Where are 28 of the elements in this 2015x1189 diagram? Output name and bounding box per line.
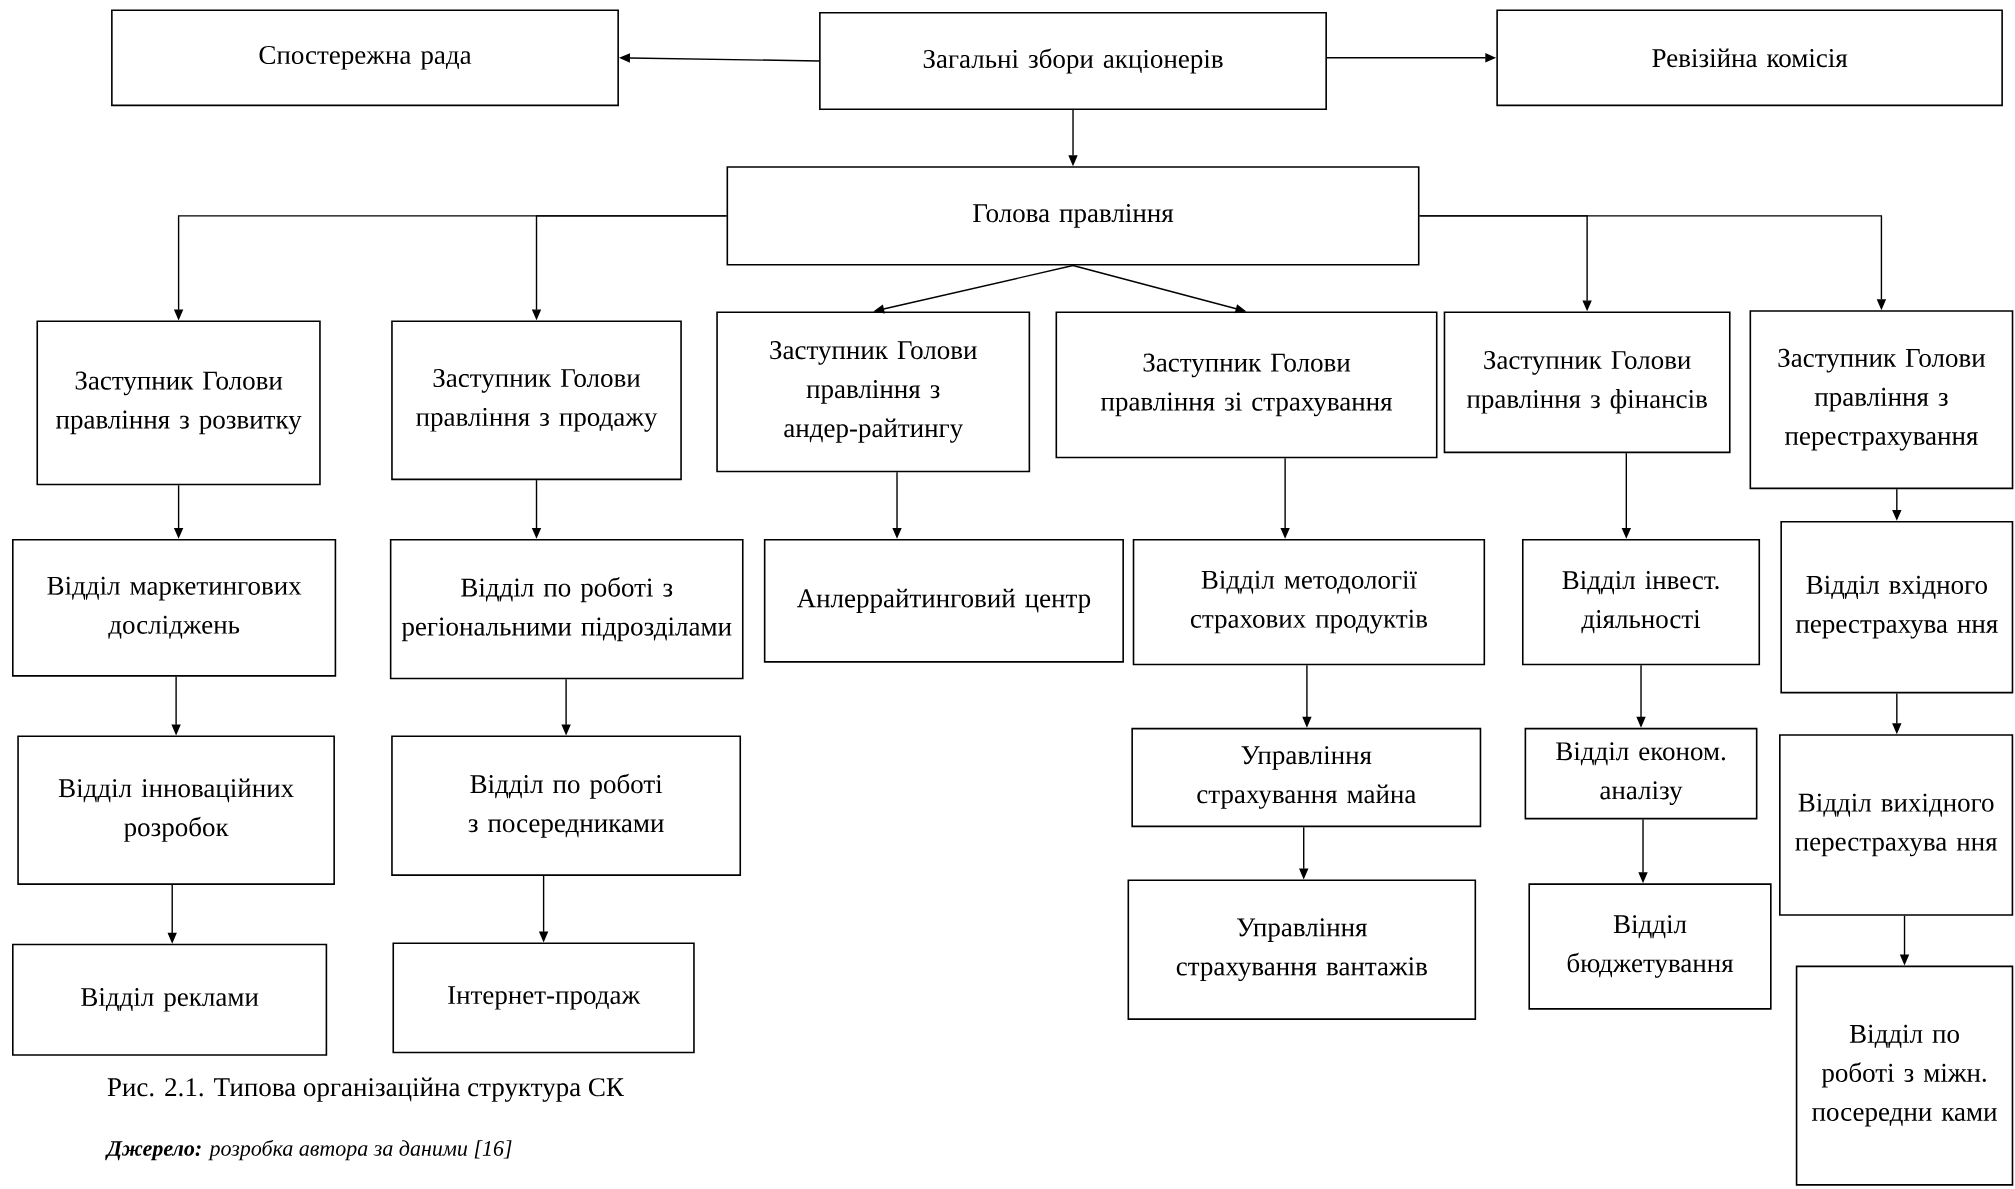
org-box: Відділ вихідного перестрахува ння (1779, 734, 2014, 916)
org-box: Заступник Голови правління з розвитку (36, 320, 321, 486)
org-box: Управління страхування вантажів (1127, 879, 1477, 1020)
org-box: Відділ економ. аналізу (1524, 727, 1758, 820)
org-box: Ревізійна комісія (1496, 9, 2003, 107)
org-box: Заступник Голови правління з фінансів (1443, 311, 1731, 454)
org-box: Заступник Голови правління зі страхування (1055, 311, 1438, 459)
org-box: Анлеррайтинговий центр (763, 538, 1124, 663)
org-box: Заступник Голови правління з андер-райтингу (716, 311, 1031, 473)
org-box: Відділ по роботі з міжн. посередни ками (1795, 965, 2014, 1186)
source-note: Джерело: розробка автора за даними [16] (105, 1139, 512, 1161)
org-box: Голова правління (726, 166, 1420, 266)
org-box: Відділ вхідного перестрахува ння (1780, 520, 2014, 694)
org-box: Відділ по роботі з регіональними підрозділами (389, 538, 744, 680)
org-box: Заступник Голови правління з перестрахування (1749, 310, 2014, 490)
org-box: Відділ бюджетування (1528, 883, 1772, 1010)
org-box: Заступник Голови правління з продажу (391, 320, 682, 481)
org-box: Відділ маркетингових досліджень (12, 538, 337, 677)
org-box: Відділ реклами (12, 943, 328, 1056)
org-box: Спостережна рада (111, 9, 619, 107)
org-box: Відділ по роботі з посередниками (391, 735, 742, 876)
figure-caption: Рис. 2.1. Типова організаційна структура СК (107, 1077, 624, 1102)
org-box: Інтернет-продаж (392, 942, 695, 1054)
org-box: Відділ інноваційних розробок (17, 735, 335, 885)
org-box: Управління страхування майна (1131, 727, 1482, 828)
org-box: Загальні збори акціонерів (819, 12, 1327, 110)
org-box: Відділ інвест. діяльності (1521, 538, 1761, 666)
org-box: Відділ методології страхових продуктів (1132, 538, 1486, 666)
